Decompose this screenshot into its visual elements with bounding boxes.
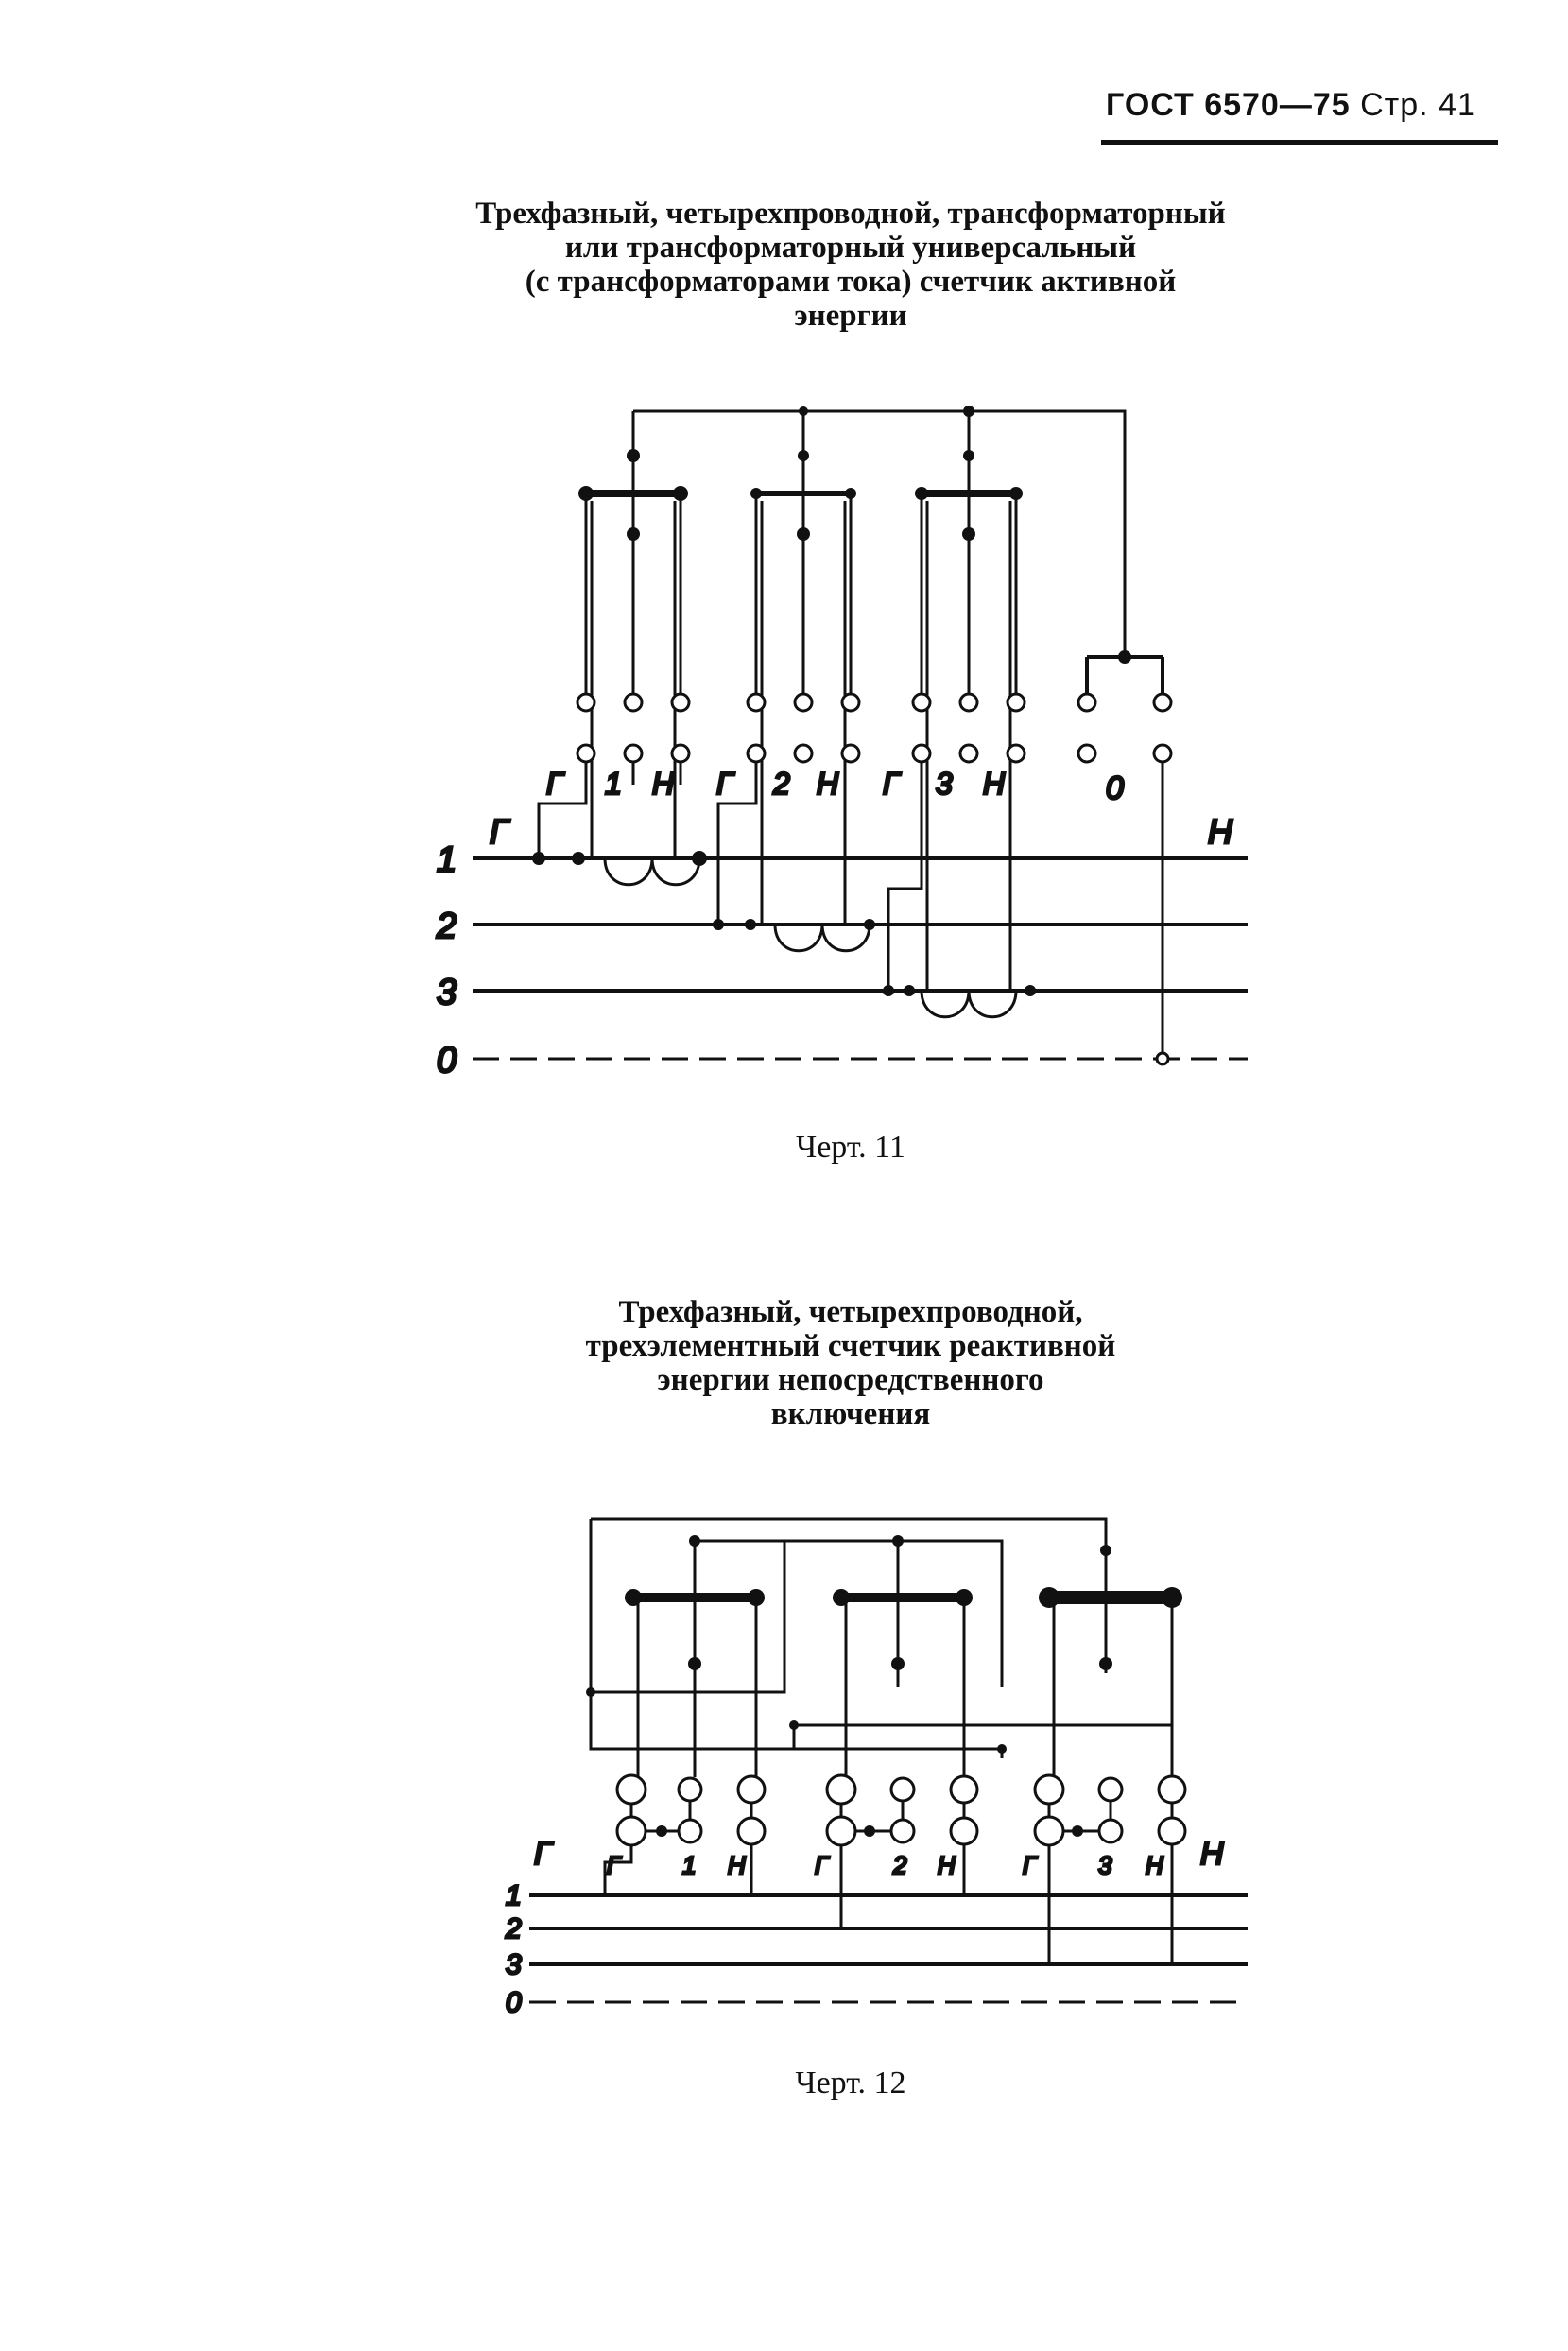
figure11-caption: Черт. 11 (796, 1130, 905, 1165)
header-rule (1101, 140, 1498, 145)
figure12-title-line: Трехфазный, четырехпроводной, (618, 1295, 1083, 1329)
page-number: Стр. 41 (1360, 87, 1476, 123)
fig12-element-label: Н (728, 1851, 746, 1879)
figure12-junctions (586, 1535, 1182, 1837)
fig12-element-label: Н (938, 1851, 956, 1879)
figure11-element-2 (716, 456, 871, 953)
figure11-title-line: энергии (794, 299, 907, 333)
standard-number: ГОСТ 6570—75 (1106, 87, 1351, 123)
fig12-line-label-3: 3 (506, 1949, 522, 1980)
fig12-element-label: 1 (682, 1851, 696, 1879)
figure11-phase-lines (473, 856, 1248, 1061)
figure12-caption: Черт. 12 (795, 2066, 906, 2100)
fig11-line-label-2: 2 (436, 907, 457, 946)
fig12-line-end-label: Н (1200, 1836, 1224, 1872)
fig11-element-label: Г (546, 767, 565, 801)
fig11-element-label: Н (817, 767, 839, 801)
fig11-line-label-1: 1 (437, 840, 457, 880)
fig12-line-end-label: Г (534, 1836, 554, 1872)
page-header: ГОСТ 6570—75 Стр. 41 (1106, 87, 1476, 124)
fig11-element-label: Н (983, 767, 1006, 801)
figure11-title-line: или трансформаторный универсальный (564, 231, 1137, 265)
fig12-element-label: 3 (1098, 1851, 1112, 1879)
fig11-line-end-label: Н (1208, 812, 1233, 851)
fig12-element-label: Г (1023, 1851, 1038, 1879)
figure11-element-1 (537, 456, 701, 887)
fig11-line-label-0: 0 (437, 1041, 457, 1080)
figure12-terminals (615, 1773, 1187, 1847)
fig11-element-label: 3 (936, 767, 953, 801)
fig11-element-label: 2 (772, 767, 790, 801)
fig12-line-label-1: 1 (506, 1880, 522, 1911)
figure11-title-line: (с трансформаторами тока) счетчик активн… (525, 265, 1177, 299)
fig12-element-label: Н (1146, 1851, 1163, 1879)
figure12-title-line: трехэлементный счетчик реактивной (585, 1329, 1116, 1363)
fig12-element-label: 2 (892, 1851, 907, 1879)
figure12-phase-lines (529, 1893, 1248, 2004)
fig11-element-label: 1 (605, 767, 622, 801)
fig11-element-label: Г (716, 767, 735, 801)
figure11-terminals (576, 692, 1173, 1066)
fig11-element-label: Н (652, 767, 675, 801)
fig12-line-label-0: 0 (506, 1987, 522, 2018)
fig11-element-label: 0 (1106, 770, 1124, 806)
fig12-line-label-2: 2 (505, 1913, 522, 1945)
figure12-title-line: включения (770, 1397, 931, 1431)
fig11-line-label-3: 3 (437, 973, 457, 1012)
figure12-title-line: энергии непосредственного (657, 1363, 1044, 1397)
fig11-element-label: Г (883, 767, 902, 801)
figure11-title-line: Трехфазный, четырехпроводной, трансформа… (475, 197, 1226, 231)
figure11-junctions (532, 406, 1131, 996)
fig11-line-end-label: Г (490, 812, 510, 851)
figure12-title: Трехфазный, четырехпроводной, трехэлемен… (0, 1295, 1568, 1431)
fig12-element-label: Г (607, 1851, 622, 1879)
fig12-element-label: Г (815, 1851, 830, 1879)
figure11-title: Трехфазный, четырехпроводной, трансформа… (0, 197, 1568, 333)
